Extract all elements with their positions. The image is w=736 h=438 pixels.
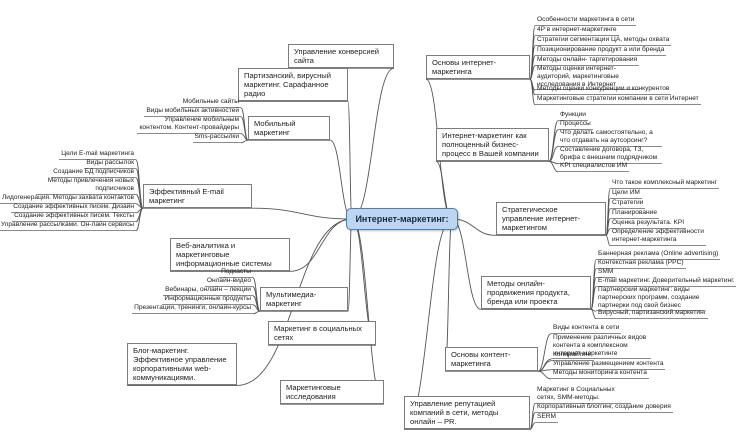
connector-line xyxy=(605,234,611,246)
leaf-email[interactable]: Создание эффективных писем. Тексты xyxy=(12,212,136,222)
branch-promo[interactable]: Методы онлайн-продвижения продукта, брен… xyxy=(481,276,591,310)
branch-research[interactable]: Маркетинговые исследования xyxy=(280,380,384,405)
connector-line xyxy=(529,78,536,106)
leaf-process[interactable]: Что делать самостоятельно, а что отдават… xyxy=(558,129,662,147)
connector-line xyxy=(252,277,261,312)
leaf-basics[interactable]: Методы оценки конкуренции и конкурентов xyxy=(535,85,672,95)
leaf-reputation[interactable]: SERM xyxy=(535,413,559,423)
leaf-mobile[interactable]: Виды мобильных активностей xyxy=(144,107,241,117)
connector-line xyxy=(240,139,249,144)
leaf-promo[interactable]: Контекстная реклама (PPC) xyxy=(596,259,686,269)
leaf-promo[interactable]: E-mail маркетинг. Доверительный маркетин… xyxy=(596,277,736,287)
connector-line xyxy=(252,310,261,315)
leaf-email[interactable]: Методы привлечения новых подписчиков xyxy=(36,177,136,195)
leaf-mobile[interactable]: Sms-рассылки xyxy=(192,133,241,143)
branch-conversion[interactable]: Управление конверсией сайта xyxy=(288,44,394,69)
leaf-content[interactable]: Управление размещением контента xyxy=(551,360,666,370)
branch-blog[interactable]: Блог-маркетинг. Эффективное управление к… xyxy=(127,343,237,386)
leaf-email[interactable]: Цели E-mail маркетинга xyxy=(59,150,136,160)
leaf-mobile[interactable]: Мобильные сайты xyxy=(180,98,241,108)
leaf-multimedia[interactable]: Презентации, тренинги, онлайн-курсы xyxy=(132,304,253,314)
leaf-process[interactable]: Составление договора, ТЗ, брифа с внешни… xyxy=(558,146,662,164)
connector-line xyxy=(251,207,353,220)
leaf-promo[interactable]: SMM xyxy=(596,268,616,278)
leaf-multimedia[interactable]: Подкасты xyxy=(219,268,253,278)
connector-line xyxy=(451,218,482,310)
leaf-process[interactable]: Процессы xyxy=(558,120,593,130)
leaf-multimedia[interactable]: Информационные продукты xyxy=(162,295,253,305)
leaf-content[interactable]: Применение различных видов контента в ко… xyxy=(551,334,651,360)
branch-reputation[interactable]: Управление репутацией компаний в сети, м… xyxy=(404,396,530,430)
leaf-basics[interactable]: Методы онлайн- таргетирования xyxy=(535,56,640,66)
connector-line xyxy=(135,207,144,232)
leaf-basics[interactable]: 4P в интернет-маркетинге xyxy=(535,26,619,36)
connector-line xyxy=(351,218,385,405)
connector-line xyxy=(548,160,559,173)
leaf-content[interactable]: Копирайтинг xyxy=(551,351,594,361)
leaf-email[interactable]: Управление рассылками. Он-лайн сервисы xyxy=(0,221,136,231)
leaf-strategy[interactable]: Что такое комплексный маркетинг xyxy=(610,179,719,189)
branch-process[interactable]: Интернет-маркетинг как полноценный бизне… xyxy=(436,128,549,162)
leaf-basics[interactable]: Позиционирование продукт а или бренда xyxy=(535,46,667,56)
leaf-reputation[interactable]: Корпоративный блоггинг, создание доверия xyxy=(535,403,673,413)
leaf-promo[interactable]: Партнерский маркетинг: виды партнерских … xyxy=(596,286,704,312)
connector-line xyxy=(590,286,597,310)
connector-line xyxy=(351,67,395,220)
branch-email[interactable]: Эффективный E-mail маркетинг xyxy=(143,184,252,209)
leaf-basics[interactable]: Маркетинговые стратегии компании в сети … xyxy=(535,95,701,105)
leaf-strategy[interactable]: Определение эффективности интернет-марке… xyxy=(610,228,706,246)
connector-line xyxy=(347,218,353,312)
leaf-email[interactable]: Виды рассылок xyxy=(84,159,136,169)
leaf-email[interactable]: Создание БД подписчиков xyxy=(51,168,136,178)
connector-line xyxy=(537,333,552,372)
leaf-content[interactable]: Методы мониторинга контента xyxy=(551,369,649,379)
leaf-multimedia[interactable]: Вебинары, онлайн – лекции xyxy=(163,286,253,296)
leaf-multimedia[interactable]: Онлайн-видео xyxy=(204,277,253,287)
leaf-strategy[interactable]: Планирование xyxy=(610,209,660,219)
leaf-promo[interactable]: Баннерная реклама (Online advertising) xyxy=(596,250,721,260)
branch-mobile[interactable]: Мобильный маркетинг xyxy=(248,116,330,141)
leaf-basics[interactable]: Особенности маркетинга в сети xyxy=(535,16,637,26)
leaf-basics[interactable]: Методы оценки интернет-аудиторий, маркет… xyxy=(535,65,639,91)
leaf-email[interactable]: Лидогенерация. Методы захвата контактов xyxy=(0,194,136,204)
connector-line xyxy=(347,100,353,220)
leaf-reputation[interactable]: Маркетинг в Социальных сетях, SMM-методы… xyxy=(535,386,631,404)
connector-line xyxy=(537,370,552,380)
connector-line xyxy=(529,65,536,80)
branch-multimedia[interactable]: Мультимедиа- маркетинг xyxy=(260,287,348,312)
connector-line xyxy=(240,116,249,141)
branch-content[interactable]: Основы контент-маркетинга xyxy=(445,347,538,372)
leaf-mobile[interactable]: Управление мобильным контентом. Контент-… xyxy=(137,116,241,134)
connector-line xyxy=(548,129,559,162)
branch-partisan[interactable]: Партизанский, вирусный маркетинг. Сарафа… xyxy=(238,68,348,102)
leaf-strategy[interactable]: Оценка результата. KPI xyxy=(610,219,687,229)
leaf-strategy[interactable]: Стратегии xyxy=(610,199,646,209)
leaf-process[interactable]: KPI специалистов ИМ xyxy=(558,162,630,172)
leaf-email[interactable]: Создание эффективных писем. Дизайн xyxy=(11,203,136,213)
connector-line xyxy=(289,218,353,272)
central-topic[interactable]: Интернет-маркетинг: xyxy=(346,208,458,230)
connector-line xyxy=(529,422,536,430)
connector-line xyxy=(590,308,597,320)
branch-strategy[interactable]: Стратегическое управление интернет-марке… xyxy=(496,202,606,236)
leaf-promo[interactable]: Вирусный, партизанский маркетинг xyxy=(596,309,709,319)
branch-social[interactable]: Маркетинг в социальных сетях xyxy=(268,321,376,346)
leaf-strategy[interactable]: Цели ИМ xyxy=(610,189,642,199)
branch-basics[interactable]: Основы интернет-маркетинга xyxy=(426,55,530,80)
connector-line xyxy=(240,107,249,141)
connector-line xyxy=(329,139,353,220)
connector-line xyxy=(548,146,559,162)
leaf-basics[interactable]: Стратегии сегментации ЦА, методы охвата xyxy=(535,36,672,46)
leaf-process[interactable]: Функции xyxy=(558,111,588,121)
branch-analytics[interactable]: Веб-аналитика и маркетинговые информацио… xyxy=(170,238,290,272)
leaf-content[interactable]: Виды контента в сети xyxy=(551,324,622,334)
